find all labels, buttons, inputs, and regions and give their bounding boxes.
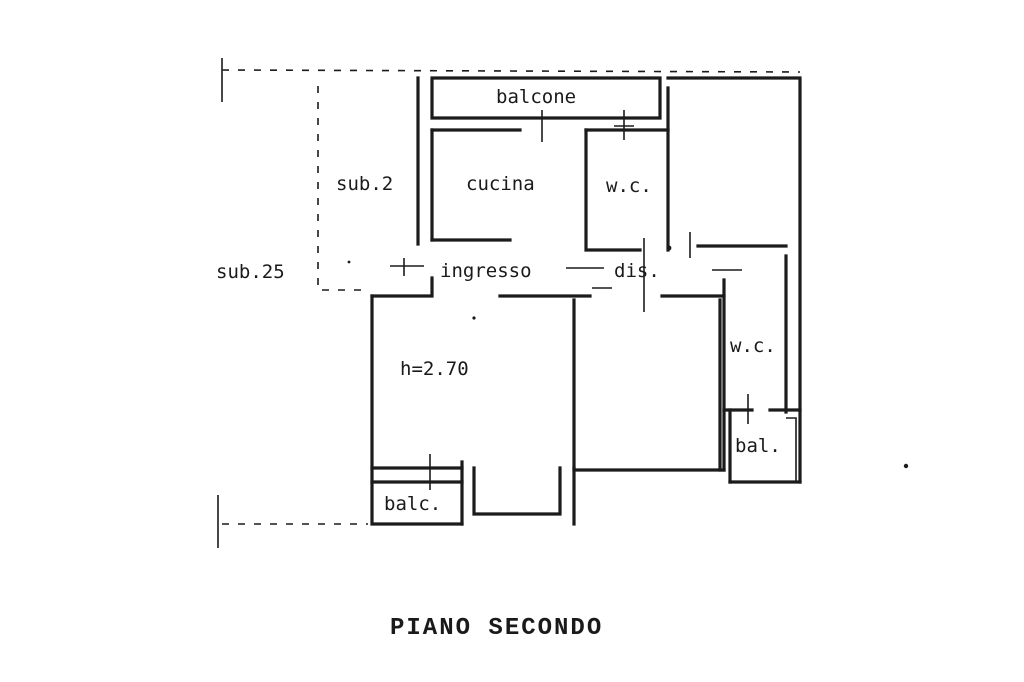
label-ingresso: ingresso (440, 260, 532, 282)
interior-walls (370, 86, 802, 484)
property-boundary (217, 58, 801, 548)
door-markers (390, 110, 749, 490)
label-sub2: sub.2 (336, 173, 393, 195)
scan-specks (347, 245, 909, 469)
label-sub25: sub.25 (216, 261, 285, 283)
plan-title: PIANO SECONDO (390, 615, 603, 642)
label-wc-top: w.c. (606, 175, 652, 197)
label-balc: balc. (384, 493, 441, 515)
label-cucina: cucina (466, 173, 535, 195)
label-dis: dis. (614, 260, 660, 282)
label-height: h=2.70 (400, 358, 469, 380)
label-wc-right: w.c. (730, 335, 776, 357)
label-bal: bal. (735, 435, 781, 457)
exterior-walls (370, 76, 802, 526)
label-balcone: balcone (496, 86, 576, 108)
